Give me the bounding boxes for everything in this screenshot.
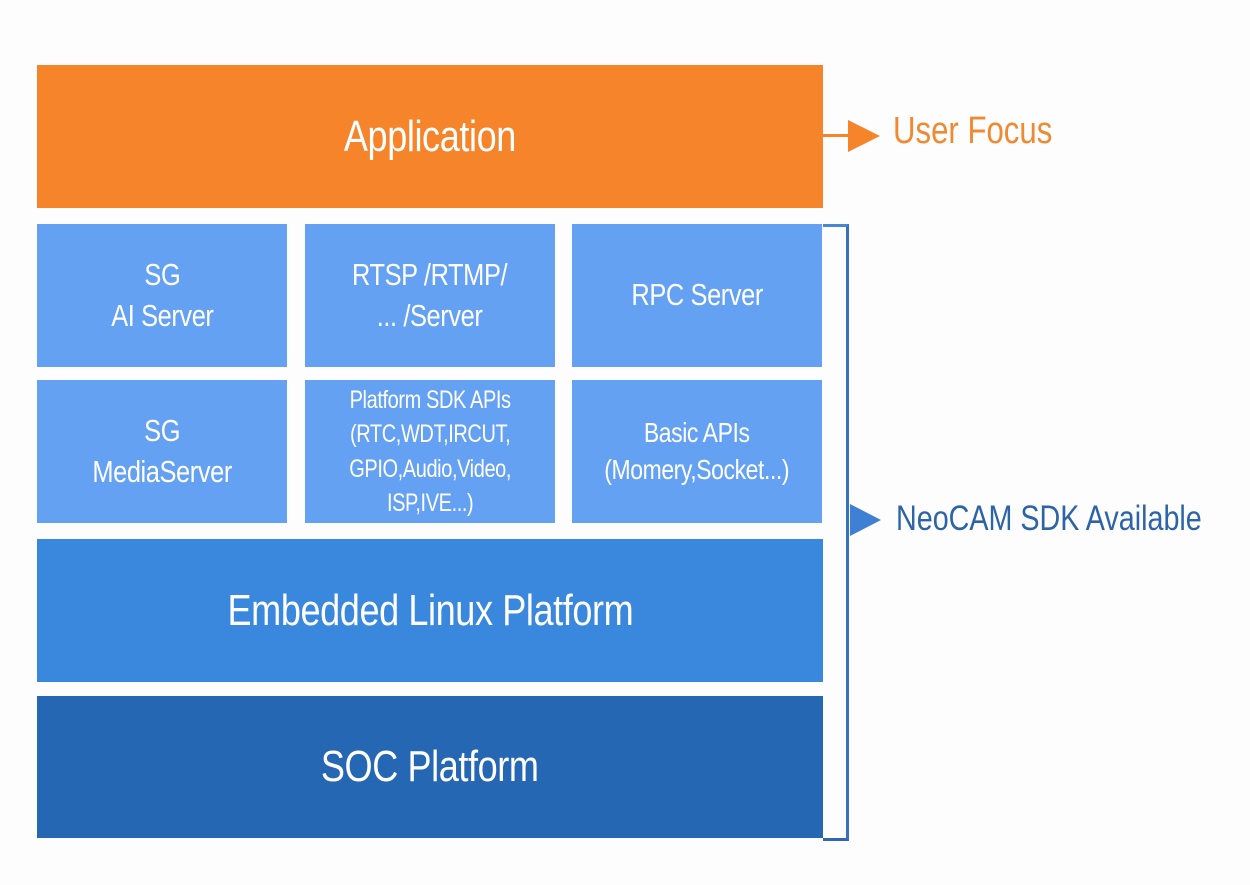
user-focus-arrow-line [823,134,853,137]
sg-mediaserver-box: SG MediaServer [37,380,287,523]
rtsp-rtmp-server-box: RTSP /RTMP/ ... /Server [305,224,555,367]
rtsp-rtmp-server-label: RTSP /RTMP/ ... /Server [352,257,508,333]
rpc-server-box: RPC Server [572,224,822,367]
sdk-available-label: NeoCAM SDK Available [896,499,1202,538]
sdk-bracket [823,224,849,841]
sg-ai-server-box: SG AI Server [37,224,287,367]
embedded-linux-label: Embedded Linux Platform [227,585,633,635]
sg-ai-server-label: SG AI Server [110,257,214,333]
user-focus-label: User Focus [893,110,1053,152]
basic-apis-label: Basic APIs (Momery,Socket...) [604,417,790,485]
application-label: Application [343,111,516,161]
soc-platform-layer: SOC Platform [37,696,823,838]
sg-mediaserver-label: SG MediaServer [92,413,232,489]
rpc-server-label: RPC Server [631,277,763,313]
sdk-arrow-icon [850,504,881,536]
platform-sdk-apis-box: Platform SDK APIs (RTC,WDT,IRCUT, GPIO,A… [305,380,555,523]
embedded-linux-layer: Embedded Linux Platform [37,539,823,682]
basic-apis-box: Basic APIs (Momery,Socket...) [572,380,822,523]
application-layer: Application [37,65,823,208]
soc-platform-label: SOC Platform [321,742,539,791]
user-focus-arrow-icon [848,120,880,152]
platform-sdk-apis-label: Platform SDK APIs (RTC,WDT,IRCUT, GPIO,A… [349,385,511,518]
